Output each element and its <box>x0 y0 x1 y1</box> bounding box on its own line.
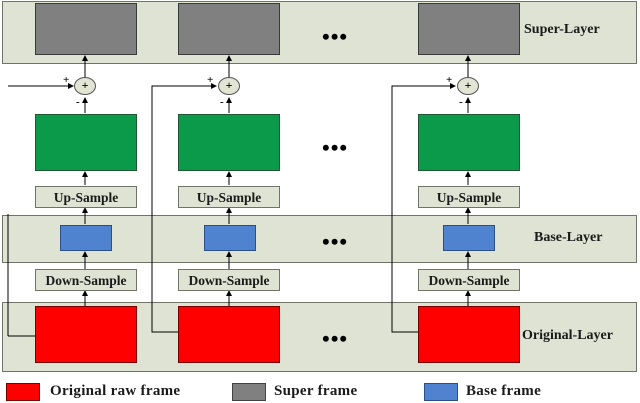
original-layer-label: Original-Layer <box>522 328 613 343</box>
original-ellipsis: ••• <box>322 326 349 351</box>
original-frame-3 <box>418 306 520 363</box>
sum-node-2: + <box>218 77 240 95</box>
legend-base-swatch <box>424 383 458 401</box>
plus-sign-3: + <box>446 74 453 86</box>
upsampled-ellipsis: ••• <box>322 135 349 160</box>
base-layer-label: Base-Layer <box>534 230 603 245</box>
sum-node-1: + <box>74 77 96 95</box>
minus-sign-2: - <box>220 96 224 108</box>
legend-super-swatch <box>232 383 266 401</box>
super-ellipsis: ••• <box>322 24 349 49</box>
legend-original-swatch <box>6 383 40 401</box>
base-ellipsis: ••• <box>322 229 349 254</box>
downsample-label-3: Down-Sample <box>418 269 520 291</box>
upsample-label-1: Up-Sample <box>35 186 137 208</box>
base-frame-3 <box>443 225 495 251</box>
downsample-label-1: Down-Sample <box>35 269 137 291</box>
base-frame-1 <box>60 225 112 251</box>
original-frame-1 <box>35 306 137 363</box>
upsampled-frame-1 <box>35 114 137 171</box>
base-frame-2 <box>204 225 256 251</box>
upsampled-frame-3 <box>418 114 520 171</box>
minus-sign-3: - <box>459 96 463 108</box>
legend-super-label: Super frame <box>274 383 358 399</box>
super-layer-label: Super-Layer <box>524 22 600 37</box>
legend-original-label: Original raw frame <box>50 383 181 399</box>
super-frame-3 <box>418 3 520 55</box>
plus-sign-1: + <box>63 74 70 86</box>
downsample-label-2: Down-Sample <box>178 269 280 291</box>
plus-sign-2: + <box>207 74 214 86</box>
upsample-label-3: Up-Sample <box>418 186 520 208</box>
super-frame-2 <box>178 3 280 55</box>
minus-sign-1: - <box>76 96 80 108</box>
legend-base-label: Base frame <box>466 383 542 399</box>
super-frame-1 <box>35 3 137 55</box>
sum-node-3: + <box>457 77 479 95</box>
upsample-label-2: Up-Sample <box>178 186 280 208</box>
upsampled-frame-2 <box>178 114 280 171</box>
original-frame-2 <box>178 306 280 363</box>
